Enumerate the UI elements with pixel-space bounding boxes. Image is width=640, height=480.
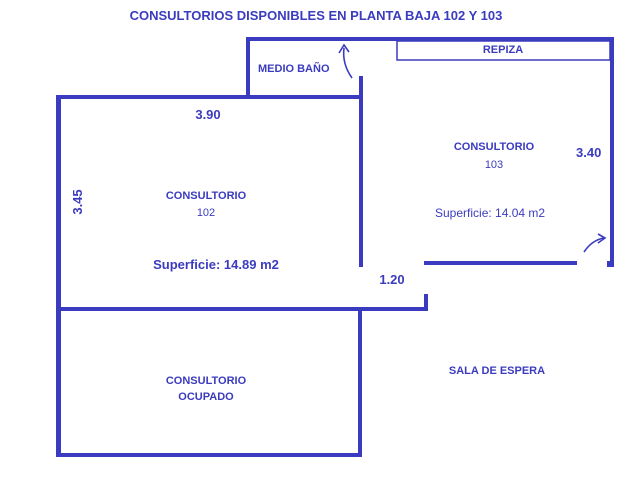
medio-bano-label: MEDIO BAÑO — [258, 62, 330, 75]
consultorio-102-name: CONSULTORIO — [166, 190, 247, 202]
wall-bottom-103-right — [607, 261, 614, 267]
repiza-label: REPIZA — [483, 44, 523, 56]
wall-left-102 — [56, 95, 61, 457]
repiza-outline — [396, 40, 611, 61]
consultorio-103-area: Superficie: 14.04 m2 — [435, 206, 545, 220]
consultorio-103-number: 103 — [485, 159, 503, 171]
door-width-label: 1.20 — [379, 272, 404, 287]
wall-bottom-102 — [56, 307, 428, 311]
consultorio-ocupado-status: OCUPADO — [178, 391, 234, 403]
door-swing-arrow-icon — [338, 43, 353, 79]
door-swing-arrow-icon — [583, 233, 607, 253]
consultorio-102-area: Superficie: 14.89 m2 — [153, 257, 279, 272]
consultorio-102-depth: 3.45 — [70, 189, 85, 214]
consultorio-102-number: 102 — [197, 207, 215, 219]
wall-bottom-103 — [424, 261, 577, 265]
walls — [56, 37, 614, 457]
wall-bottom-ocupado — [56, 453, 362, 457]
wall-top-upper — [246, 37, 614, 41]
plan-title: CONSULTORIOS DISPONIBLES EN PLANTA BAJA … — [130, 8, 503, 23]
consultorio-ocupado-name: CONSULTORIO — [166, 375, 247, 387]
wall-bano-divider — [359, 76, 363, 267]
wall-top-102 — [56, 95, 363, 99]
consultorio-103-depth: 3.40 — [576, 145, 601, 160]
consultorio-102-width: 3.90 — [195, 107, 220, 122]
wall-right-ocupado — [358, 311, 362, 457]
wall-right-103 — [610, 37, 614, 267]
sala-espera-label: SALA DE ESPERA — [449, 365, 545, 377]
wall-stub-door — [424, 294, 428, 311]
wall-left-bano — [246, 37, 250, 97]
consultorio-103-name: CONSULTORIO — [454, 141, 535, 153]
